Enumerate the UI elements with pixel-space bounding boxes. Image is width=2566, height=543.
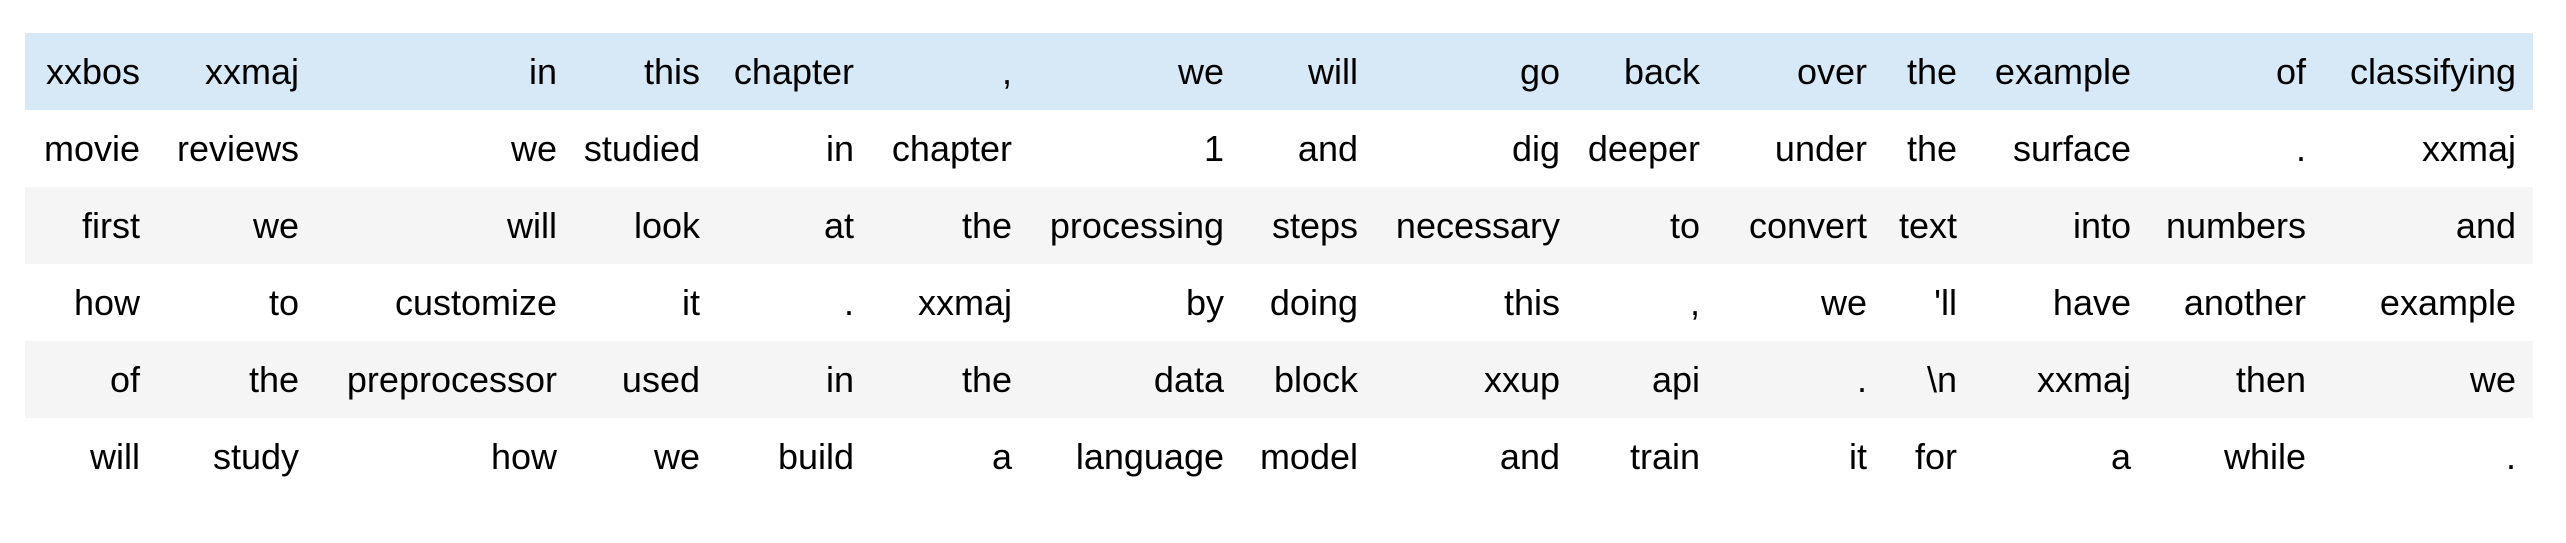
- notebook-output: xxbos xxmaj in this chapter, we will go back over…: [25, 33, 2533, 495]
- token-cell: the: [961, 205, 1012, 246]
- token-cell: xxmaj: [2036, 359, 2131, 400]
- token-cell: train: [1629, 436, 1700, 477]
- token-cell: movie: [43, 128, 140, 169]
- token-cell: over: [1796, 51, 1867, 92]
- token-cell: chapter: [733, 51, 854, 92]
- token-cell: we: [2469, 359, 2516, 400]
- token-cell: used: [621, 359, 700, 400]
- token-cell: customize: [394, 282, 557, 323]
- token-cell: go: [1519, 51, 1560, 92]
- token-cell: it: [682, 282, 700, 323]
- token-cell: in: [825, 128, 854, 169]
- token-row: first we will look at the processing steps neces…: [25, 187, 2533, 264]
- token-cell: study: [212, 436, 299, 477]
- token-cell: in: [825, 359, 854, 400]
- token-cell: in: [528, 51, 557, 92]
- token-cell: dig: [1511, 128, 1560, 169]
- token-row: of the preprocessor used in the data block xxup a…: [25, 341, 2533, 418]
- token-cell: and: [2455, 205, 2516, 246]
- token-cell: .: [2505, 436, 2516, 477]
- token-row-highlighted: xxbos xxmaj in this chapter, we will go back over…: [25, 33, 2533, 110]
- token-row: how to customize it. xxmaj by doing this, we 'll h…: [25, 264, 2533, 341]
- token-cell: we: [510, 128, 557, 169]
- token-cell: numbers: [2165, 205, 2306, 246]
- token-table-body: xxbos xxmaj in this chapter, we will go back over…: [25, 33, 2533, 495]
- token-cell: have: [2052, 282, 2131, 323]
- token-cell: ,: [1689, 282, 1700, 323]
- token-cell: will: [90, 436, 140, 477]
- token-cell: under: [1774, 128, 1867, 169]
- token-cell: doing: [1269, 282, 1358, 323]
- token-cell: we: [653, 436, 700, 477]
- token-cell: xxmaj: [2421, 128, 2516, 169]
- token-cell: build: [777, 436, 854, 477]
- token-cell: language: [1075, 436, 1224, 477]
- token-cell: and: [1297, 128, 1358, 169]
- token-cell: necessary: [1395, 205, 1560, 246]
- token-cell: api: [1651, 359, 1700, 400]
- token-cell: example: [1994, 51, 2131, 92]
- token-cell: another: [2183, 282, 2306, 323]
- token-cell: how: [490, 436, 557, 477]
- token-cell: this: [643, 51, 700, 92]
- token-cell: we: [252, 205, 299, 246]
- token-cell: .: [843, 282, 854, 323]
- token-cell: it: [1849, 436, 1867, 477]
- token-cell: the: [1906, 51, 1957, 92]
- token-cell: chapter: [891, 128, 1012, 169]
- token-table: xxbos xxmaj in this chapter, we will go back over…: [25, 33, 2533, 495]
- token-cell: the: [961, 359, 1012, 400]
- token-cell: first: [82, 205, 140, 246]
- token-cell: model: [1259, 436, 1358, 477]
- token-cell: 'll: [1934, 282, 1957, 323]
- token-cell: deeper: [1587, 128, 1700, 169]
- token-cell: of: [2275, 51, 2306, 92]
- token-cell: this: [1503, 282, 1560, 323]
- token-cell: while: [2223, 436, 2306, 477]
- token-cell: for: [1914, 436, 1957, 477]
- token-cell: .: [1856, 359, 1867, 400]
- token-cell: to: [268, 282, 299, 323]
- token-cell: ,: [1001, 51, 1012, 92]
- token-cell: studied: [583, 128, 700, 169]
- token-cell: the: [1906, 128, 1957, 169]
- token-cell: the: [248, 359, 299, 400]
- token-row: will study how we build a language model and trai…: [25, 418, 2533, 495]
- token-cell: will: [507, 205, 557, 246]
- token-cell: steps: [1271, 205, 1358, 246]
- token-cell: a: [991, 436, 1012, 477]
- token-cell: and: [1499, 436, 1560, 477]
- token-cell: xxmaj: [204, 51, 299, 92]
- token-cell: how: [73, 282, 140, 323]
- token-cell: xxmaj: [917, 282, 1012, 323]
- token-cell: classifying: [2349, 51, 2516, 92]
- token-cell: preprocessor: [346, 359, 557, 400]
- token-cell: .: [2295, 128, 2306, 169]
- token-cell: to: [1669, 205, 1700, 246]
- token-cell: of: [109, 359, 140, 400]
- token-cell: into: [2072, 205, 2131, 246]
- token-cell: reviews: [176, 128, 299, 169]
- token-cell: convert: [1748, 205, 1867, 246]
- token-cell: look: [633, 205, 700, 246]
- token-cell: 1: [1203, 128, 1224, 169]
- token-cell: xxup: [1483, 359, 1560, 400]
- token-cell: at: [823, 205, 854, 246]
- token-cell: processing: [1049, 205, 1224, 246]
- token-cell: a: [2110, 436, 2131, 477]
- token-cell: by: [1185, 282, 1224, 323]
- token-cell: xxbos: [45, 51, 140, 92]
- token-cell: block: [1273, 359, 1358, 400]
- token-cell: we: [1177, 51, 1224, 92]
- token-cell: we: [1820, 282, 1867, 323]
- token-cell: data: [1153, 359, 1224, 400]
- token-cell: \n: [1926, 359, 1957, 400]
- token-cell: back: [1623, 51, 1700, 92]
- token-cell: example: [2379, 282, 2516, 323]
- token-cell: then: [2235, 359, 2306, 400]
- token-cell: surface: [2012, 128, 2131, 169]
- token-cell: will: [1308, 51, 1358, 92]
- token-cell: text: [1898, 205, 1957, 246]
